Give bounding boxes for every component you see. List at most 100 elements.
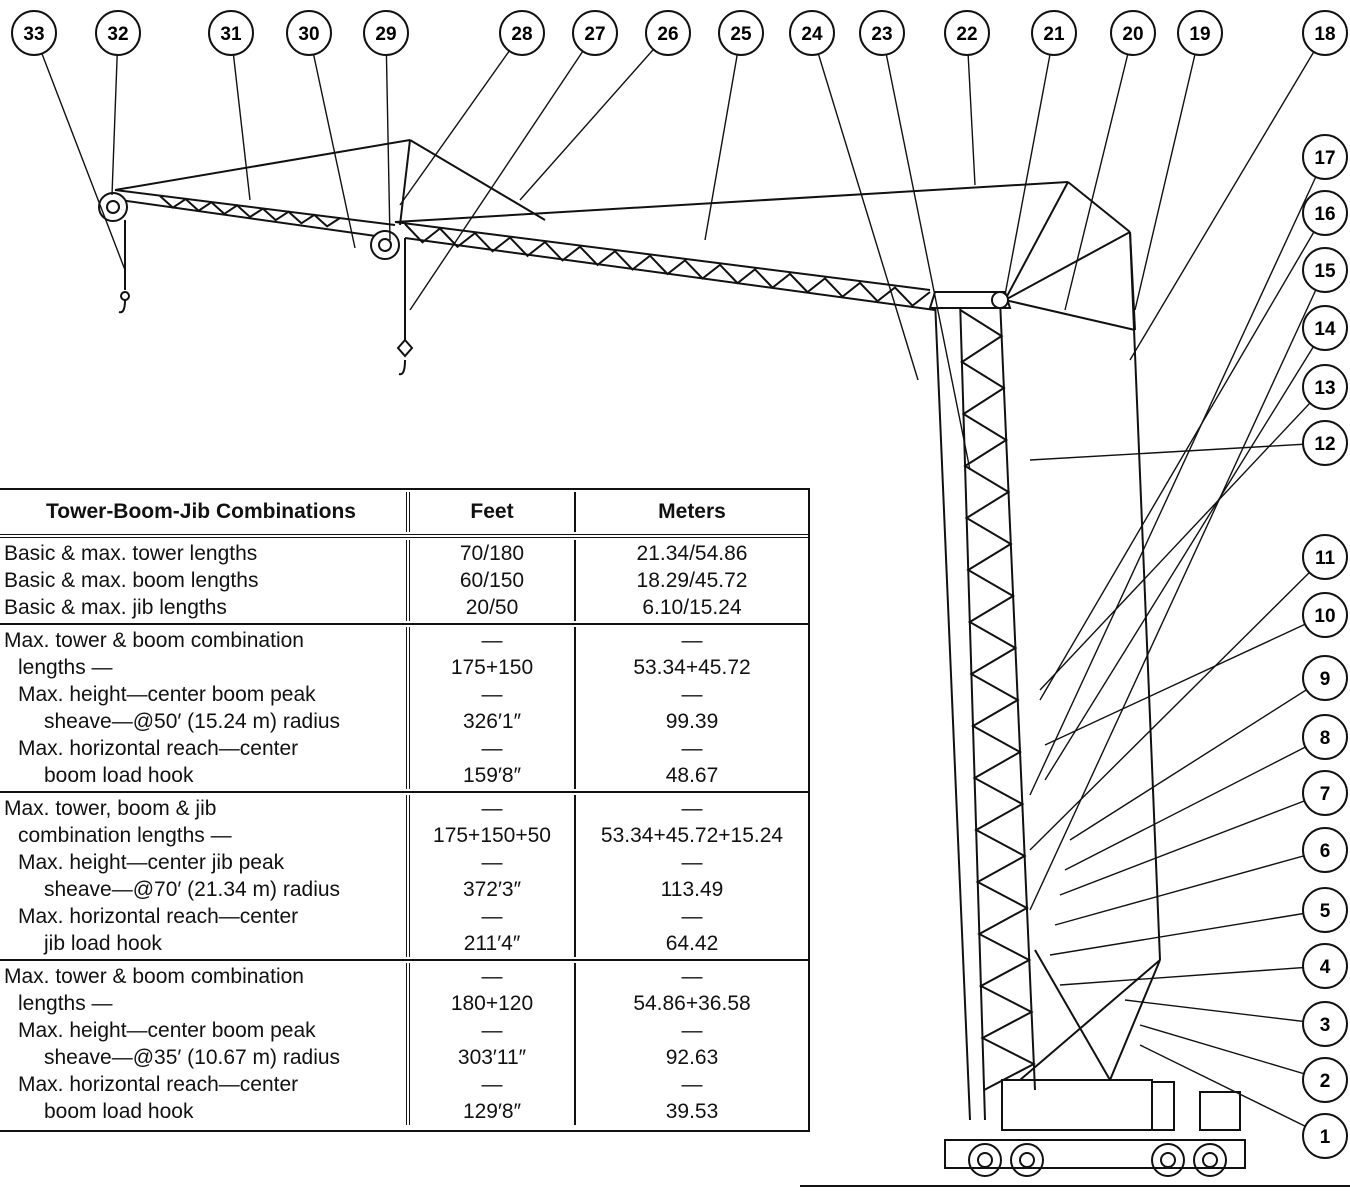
- callout-circle: [859, 10, 905, 56]
- table-row: Max. tower & boom combination lengths — Ma…: [0, 625, 808, 793]
- row-label: Max. tower & boom combination: [4, 629, 304, 652]
- row-label: Max. horizontal reach—center: [18, 1073, 299, 1096]
- callout-1: 1: [1302, 1113, 1348, 1159]
- callout-label: 23: [871, 24, 892, 45]
- callout-4: 4: [1302, 943, 1348, 989]
- row-label: lengths —: [18, 656, 113, 679]
- row-label: boom load hook: [44, 1100, 194, 1123]
- callout-circle: [1302, 1113, 1348, 1159]
- meters-value: —: [681, 1019, 703, 1042]
- callout-label: 5: [1320, 901, 1331, 922]
- meters-value: —: [681, 1073, 703, 1096]
- feet-value: 326′1″: [462, 710, 522, 733]
- leader-line: [1029, 556, 1326, 851]
- leader-line: [1139, 1024, 1326, 1081]
- callout-label: 8: [1320, 728, 1331, 749]
- row-label: Basic & max. tower lengths: [4, 542, 258, 565]
- callout-label: 33: [23, 24, 44, 45]
- meters-value: 54.86+36.58: [633, 992, 751, 1015]
- callout-label: 1: [1320, 1127, 1331, 1148]
- callout-circle: [363, 10, 409, 56]
- callout-label: 3: [1320, 1015, 1331, 1036]
- callout-label: 14: [1314, 319, 1336, 340]
- callout-circle: [499, 10, 545, 56]
- callout-22: 22: [944, 10, 990, 56]
- leader-line: [1129, 32, 1326, 361]
- callout-5: 5: [1302, 887, 1348, 933]
- meters-value: —: [681, 965, 703, 988]
- callout-11: 11: [1302, 534, 1348, 580]
- row-label: combination lengths —: [18, 824, 232, 847]
- callout-14: 14: [1302, 305, 1348, 351]
- leader-line: [1039, 386, 1326, 691]
- feet-value: 70/180: [459, 542, 525, 565]
- feet-value: —: [481, 683, 503, 706]
- callout-circle: [1302, 10, 1348, 56]
- meters-value: —: [681, 737, 703, 760]
- callout-31: 31: [208, 10, 254, 56]
- header-combinations: Tower-Boom-Jib Combinations: [0, 492, 410, 532]
- meters-value: 21.34/54.86: [636, 542, 748, 565]
- table-header: Tower-Boom-Jib Combinations Feet Meters: [0, 490, 808, 538]
- meters-value: 53.34+45.72+15.24: [600, 824, 784, 847]
- callout-circle: [1302, 1057, 1348, 1103]
- callout-6: 6: [1302, 827, 1348, 873]
- callout-label: 6: [1320, 841, 1331, 862]
- leader-line: [1004, 32, 1055, 296]
- callout-circle: [1302, 827, 1348, 873]
- callout-label: 24: [801, 24, 823, 45]
- callout-circle: [95, 10, 141, 56]
- callout-label: 9: [1320, 669, 1331, 690]
- callout-20: 20: [1110, 10, 1156, 56]
- callout-circle: [1302, 655, 1348, 701]
- row-label: boom load hook: [44, 764, 194, 787]
- row-label: jib load hook: [44, 932, 162, 955]
- callout-label: 10: [1314, 606, 1335, 627]
- callout-circle: [572, 10, 618, 56]
- feet-value: —: [481, 737, 503, 760]
- feet-value: 303′11″: [457, 1046, 527, 1069]
- meters-value: 64.42: [665, 932, 719, 955]
- callout-label: 22: [956, 24, 977, 45]
- callout-circle: [1302, 134, 1348, 180]
- header-meters: Meters: [658, 500, 726, 523]
- meters-value: —: [681, 629, 703, 652]
- callout-19: 19: [1177, 10, 1223, 56]
- row-label: Basic & max. jib lengths: [4, 596, 227, 619]
- row-label: Max. tower & boom combination: [4, 965, 304, 988]
- callout-8: 8: [1302, 714, 1348, 760]
- feet-value: —: [481, 965, 503, 988]
- meters-value: 53.34+45.72: [633, 656, 751, 679]
- callout-label: 25: [730, 24, 752, 45]
- leader-line: [33, 32, 126, 271]
- row-label: sheave—@50′ (15.24 m) radius: [44, 710, 341, 733]
- row-label: Max. height—center boom peak: [18, 683, 316, 706]
- callout-2: 2: [1302, 1057, 1348, 1103]
- leader-line: [519, 32, 669, 201]
- callout-circle: [1302, 770, 1348, 816]
- meters-value: 113.49: [660, 878, 724, 901]
- leader-line: [1139, 1044, 1326, 1137]
- callout-label: 13: [1314, 378, 1335, 399]
- callout-label: 26: [657, 24, 678, 45]
- meters-value: 39.53: [665, 1100, 719, 1123]
- feet-value: —: [481, 905, 503, 928]
- callout-label: 29: [375, 24, 396, 45]
- callout-label: 18: [1314, 24, 1335, 45]
- leader-line: [1029, 442, 1326, 461]
- leader-line: [1059, 792, 1326, 896]
- feet-value: 175+150: [450, 656, 534, 679]
- callout-28: 28: [499, 10, 545, 56]
- callout-label: 17: [1314, 148, 1335, 169]
- callout-circle: [1302, 305, 1348, 351]
- callout-23: 23: [859, 10, 905, 56]
- callout-9: 9: [1302, 655, 1348, 701]
- row-label: Max. horizontal reach—center: [18, 905, 299, 928]
- callout-29: 29: [363, 10, 409, 56]
- callout-circle: [1302, 887, 1348, 933]
- callout-circle: [1302, 943, 1348, 989]
